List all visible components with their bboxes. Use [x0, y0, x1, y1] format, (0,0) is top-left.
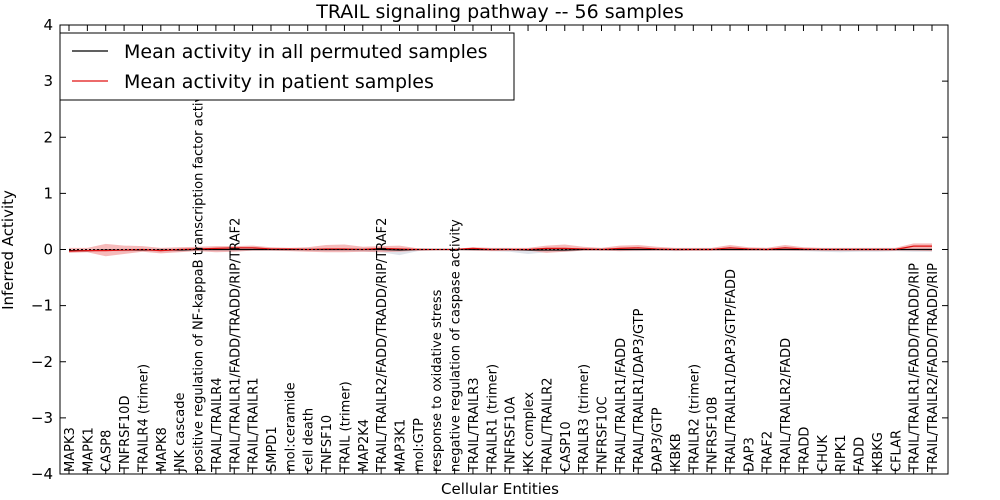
y-tick-label: −3 [31, 409, 53, 427]
x-tick-label: CASP10 [559, 421, 574, 472]
legend: Mean activity in all permuted samples Me… [59, 32, 515, 101]
x-tick-label: MAPK3 [63, 427, 78, 472]
x-tick-label: TRAILR2 (trimer) [687, 364, 702, 473]
x-tick-label: TNFRSF10D [118, 396, 133, 473]
x-tick-label: TRAIL/TRAILR1/DAP3/GTP/FADD [724, 269, 739, 473]
x-tick-label: TRAIL/TRAILR2/FADD/TRADD/RIP/TRAF2 [375, 218, 390, 473]
x-tick-label: cell death [302, 408, 317, 472]
x-tick-label: TRAIL/TRAILR3 [467, 377, 482, 473]
x-tick-label: TRAIL/TRAILR2 [540, 377, 555, 473]
x-tick-label: IKBKB [669, 433, 684, 472]
y-axis-label: Inferred Activity [0, 190, 17, 310]
y-tick-label: 2 [43, 128, 53, 146]
x-tick-label: TRAIL/TRAILR2/FADD [779, 338, 794, 473]
x-tick-label: DAP3 [742, 437, 757, 472]
x-tick-label: TRAILR3 (trimer) [577, 364, 592, 473]
x-tick-label: TRAILR1 (trimer) [485, 364, 500, 473]
y-tick-label: −4 [31, 465, 53, 483]
x-tick-label: TNFRSF10B [706, 397, 721, 473]
y-axis-ticks: −4 −3 −2 −1 0 1 2 3 4 [31, 16, 948, 483]
y-tick-label: 0 [43, 241, 53, 259]
x-tick-label: TNFSF10 [320, 415, 335, 473]
x-tick-label: TRAF2 [761, 431, 776, 473]
x-tick-label: TRAIL/TRAILR4 [210, 377, 225, 473]
x-tick-label: MAP2K4 [357, 419, 372, 472]
legend-label-permuted: Mean activity in all permuted samples [124, 41, 487, 63]
x-tick-label: TRAIL/TRAILR1/FADD [614, 338, 629, 473]
legend-box [59, 32, 515, 101]
x-tick-label: mol:ceramide [283, 382, 298, 472]
chart-title: TRAIL signaling pathway -- 56 samples [315, 1, 684, 23]
x-tick-label: MAPK8 [155, 427, 170, 472]
x-tick-label: TRAIL/TRAILR2/FADD/TRADD/RIP [926, 263, 941, 473]
x-tick-label: TRAIL/TRAILR1 [247, 377, 262, 473]
y-tick-label: −1 [31, 297, 53, 315]
x-tick-label: MAPK1 [81, 427, 96, 472]
y-tick-label: −2 [31, 353, 53, 371]
x-tick-label: TRAIL/TRAILR1/FADD/TRADD/RIP/TRAF2 [228, 218, 243, 473]
x-axis-label: Cellular Entities [441, 480, 559, 498]
x-tick-label: negative regulation of caspase activity [449, 219, 464, 472]
x-tick-label: MAP3K1 [394, 419, 409, 472]
legend-label-patient: Mean activity in patient samples [124, 71, 434, 93]
line-series-1 [68, 245, 932, 252]
series-lines [68, 245, 932, 252]
x-tick-label: TRAIL/TRAILR1/FADD/TRADD/RIP [908, 263, 923, 473]
y-tick-label: 3 [43, 72, 53, 90]
x-tick-label: TRAILR4 (trimer) [136, 364, 151, 473]
y-tick-label: 4 [43, 16, 53, 34]
x-tick-label: TRAIL/TRAILR1/DAP3/GTP [632, 308, 647, 473]
x-tick-label: IKK complex [522, 392, 537, 472]
x-tick-label: TNFRSF10C [595, 396, 610, 473]
x-tick-label: mol:GTP [412, 418, 427, 472]
y-tick-label: 1 [43, 184, 53, 202]
x-tick-label: FADD [853, 437, 868, 472]
x-tick-label: CFLAR [889, 430, 904, 472]
x-tick-label: CHUK [816, 435, 831, 472]
x-tick-label: TNFRSF10A [504, 397, 519, 473]
x-tick-label: SMPD1 [265, 426, 280, 472]
x-tick-label: response to oxidative stress [430, 289, 445, 472]
x-tick-label: DAP3/GTP [651, 407, 666, 472]
x-tick-label: TRADD [797, 427, 812, 473]
x-tick-label: RIPK1 [834, 434, 849, 472]
x-tick-label: TRAIL (trimer) [338, 381, 353, 473]
x-tick-label: positive regulation of NF-kappaB transcr… [192, 78, 207, 472]
x-tick-label: IKBKG [871, 432, 886, 472]
x-tick-label: JNK cascade [173, 393, 188, 473]
x-tick-label: CASP8 [100, 430, 115, 472]
